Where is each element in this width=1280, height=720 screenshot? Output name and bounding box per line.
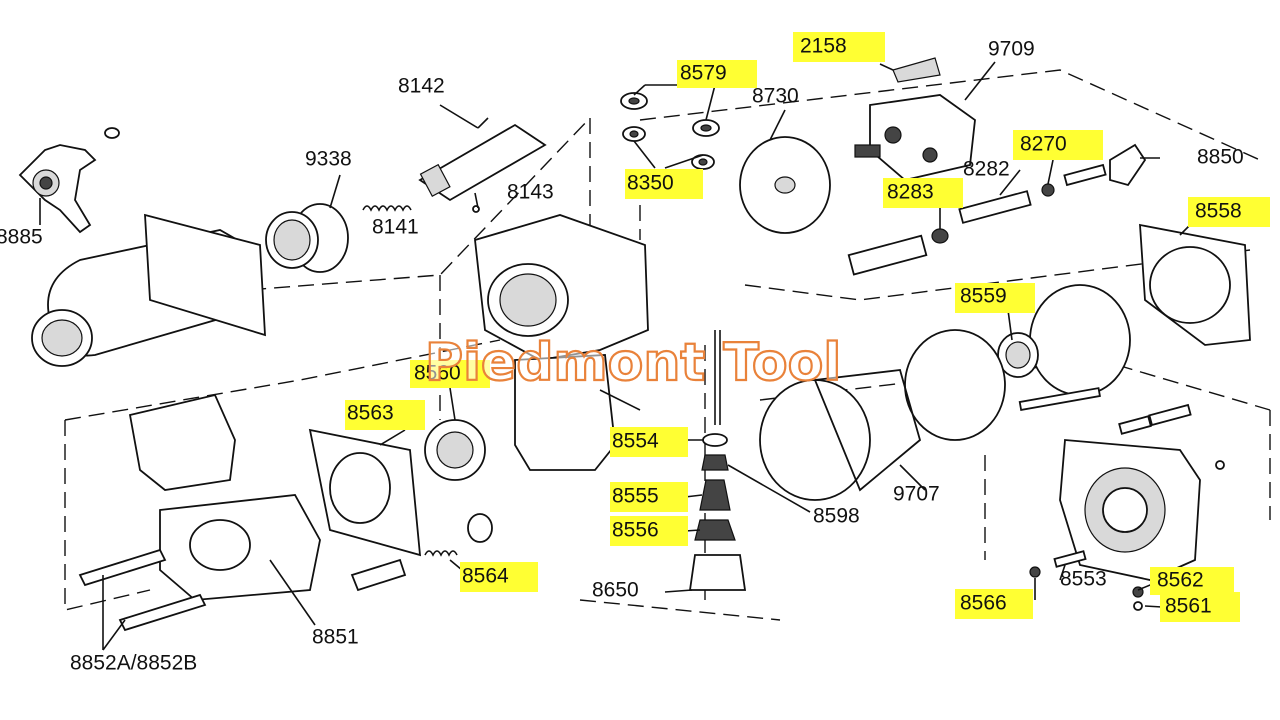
part-main-housing (474, 214, 649, 471)
label-8563: 8563 (347, 402, 394, 425)
label-8270: 8270 (1020, 133, 1067, 156)
part-8558-gasket (1139, 223, 1251, 346)
label-8558: 8558 (1195, 200, 1242, 223)
label-8282: 8282 (963, 158, 1010, 181)
label-8141: 8141 (372, 216, 419, 239)
part-8563-gasket (308, 428, 422, 557)
label-8350: 8350 (627, 172, 674, 195)
part-9709-rotor (854, 57, 976, 181)
part-8282-8283-pins (847, 163, 1107, 276)
label-8142: 8142 (398, 75, 445, 98)
part-8579-8350-bearings (620, 92, 720, 170)
label-8555: 8555 (612, 485, 659, 508)
label-8283: 8283 (887, 181, 934, 204)
label-8566: 8566 (960, 592, 1007, 615)
part-motor-housing (31, 213, 266, 367)
label-8560: 8560 (414, 362, 461, 385)
label-8851: 8851 (312, 626, 359, 649)
part-8885-bracket (18, 127, 120, 234)
label-8554: 8554 (612, 430, 659, 453)
label-8885: 8885 (0, 226, 43, 249)
label-2158: 2158 (800, 35, 847, 58)
part-9338-ring (265, 203, 349, 273)
label-8852: 8852A/8852B (70, 652, 197, 675)
label-9707: 9707 (893, 483, 940, 506)
watermark-text: Piedmont Tool (425, 333, 841, 393)
part-labels: 2158 9709 8579 8142 8730 8270 9338 8282 … (0, 32, 1270, 675)
part-8141-spring (362, 205, 412, 212)
part-8851-block (78, 393, 321, 632)
leader-lines (39, 61, 1191, 651)
label-8562: 8562 (1157, 569, 1204, 592)
part-8564-spring (350, 513, 493, 592)
part-valve-stack (688, 330, 747, 591)
label-8850: 8850 (1197, 146, 1244, 169)
label-8143: 8143 (507, 181, 554, 204)
label-8579: 8579 (680, 62, 727, 85)
label-8561: 8561 (1165, 595, 1212, 618)
label-8650: 8650 (592, 579, 639, 602)
label-8598: 8598 (813, 505, 860, 528)
label-8559: 8559 (960, 285, 1007, 308)
part-8850-lever (1109, 143, 1147, 187)
part-8730-end-plate (739, 136, 831, 234)
label-8730: 8730 (752, 85, 799, 108)
part-9707-cylinder (759, 329, 1006, 501)
part-8560-bearing (424, 419, 486, 481)
label-9709: 9709 (988, 38, 1035, 61)
label-8553: 8553 (1060, 568, 1107, 591)
label-9338: 9338 (305, 148, 352, 171)
part-back-cover (1029, 403, 1225, 611)
label-8564: 8564 (462, 565, 509, 588)
part-8559-seal (997, 284, 1131, 411)
label-8556: 8556 (612, 519, 659, 542)
